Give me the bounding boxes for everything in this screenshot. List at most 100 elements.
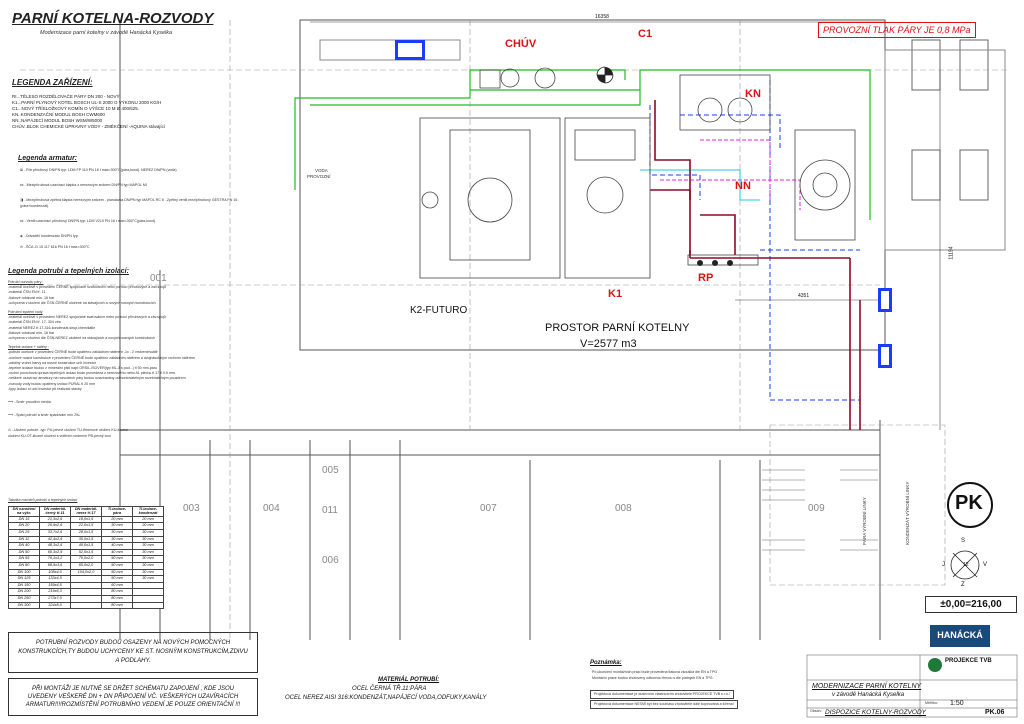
table-cell: 324x8,0 xyxy=(39,601,71,610)
table-cell: 80 mm xyxy=(101,594,133,603)
potrubi-list: Potrubí rozvodu páry : -materiál ocelové… xyxy=(8,280,195,439)
potrubi-line: -uchycena v uložení dle ČSN-NEREZ uložen… xyxy=(8,336,156,341)
potrubi-line: -uchycena v uložení dle ČSN-ČERNÉ uložen… xyxy=(8,300,156,305)
table-cell xyxy=(70,601,102,610)
table-cell xyxy=(132,594,164,603)
table-cell: 50 mm xyxy=(101,561,133,570)
table-cell xyxy=(132,601,164,610)
table-cell: 159x4,5 xyxy=(39,581,71,590)
table-cell: 28,0x1,5 xyxy=(70,529,102,537)
table-cell: 76,1x3,2 xyxy=(39,555,71,563)
potrubi-line: -rozvody vody budou opatřeny izolací PUR… xyxy=(8,381,96,386)
table-cell: 30 mm xyxy=(132,575,164,583)
table-cell: 50 mm xyxy=(101,575,133,583)
table-cell: 108x4,0 xyxy=(39,568,71,577)
label-rp: RP xyxy=(698,272,714,284)
room-number-007: 007 xyxy=(480,503,497,514)
poznamka-line-3: Projektová dokumentace je duševním vlast… xyxy=(590,690,734,700)
potrubi-line: -odstiny vrchní barvy na nosné konstrukc… xyxy=(8,360,96,365)
table-cell xyxy=(132,588,164,596)
table-cell: DN 150 xyxy=(8,581,40,590)
table-cell: 30 mm xyxy=(132,535,164,544)
poznamka-line-2: Montážní práce budou zhotoveny odbornou … xyxy=(592,676,714,680)
room-number-006: 006 xyxy=(322,555,339,566)
material-title: MATERIÁL POTRUBÍ: xyxy=(378,677,440,683)
table-cell xyxy=(70,594,102,603)
material-line-1: OCEL ČERNÁ TŘ.11:PÁRA xyxy=(352,686,427,692)
room-number-008: 008 xyxy=(615,503,632,514)
table-cell: 18,0x1,5 xyxy=(70,515,102,524)
armatury-item: ⊖ ..ŠČA -D 15 117 616 PN 16 t max=300°C xyxy=(20,245,90,250)
arrow-right-icon: ⟶ xyxy=(8,400,15,405)
table-cell: 40 mm xyxy=(101,542,133,550)
poznamka-line-4: Projektová dokumentace NESMÍ být bez sou… xyxy=(590,700,738,710)
legend-list: RI...TĚLESO ROZDĚLOVAČE PÁRY DN 200 - NO… xyxy=(12,94,165,130)
table-cell: DN 250 xyxy=(8,594,40,603)
table-cell: 48,3x2,6 xyxy=(39,542,71,550)
page-subtitle: Modernizace parní kotelny v závodě Hanác… xyxy=(40,30,173,36)
table-cell: 50 mm xyxy=(101,555,133,563)
table-cell: 104,0x2,0 xyxy=(70,568,102,577)
label-kondenzat-vyrobni: KONDENZÁT VÝROBNÍ LINKY xyxy=(905,481,910,545)
table-cell: 21,3x2,6 xyxy=(39,515,71,524)
slope-legend: ⟶ ..Spád potrubí a směr spádování min 2‰ xyxy=(8,413,80,418)
table-cell: DN 200 xyxy=(8,588,40,596)
green-pipes xyxy=(294,69,871,220)
drawing-number: PK.06 xyxy=(985,709,1005,716)
note-supports: POTRUBNÍ ROZVODY BUDOU OSAZENY NA NOVÝCH… xyxy=(8,632,258,673)
armatury-item: ⊠ ..Filtr přírubový DN/PN typ: LDM FP 11… xyxy=(20,168,177,172)
feed-module-outline xyxy=(794,129,856,241)
table-cell: 60,3x2,9 xyxy=(39,548,71,557)
filter-icon: ⊠ xyxy=(20,168,25,172)
table-cell: 30 mm xyxy=(132,542,164,550)
table-cell: 22,0x1,5 xyxy=(70,522,102,530)
table-cell: 80 mm xyxy=(101,588,133,596)
potrubi-line: -materiál ČSN EN tř. 17- 304 věa xyxy=(8,320,61,325)
table-cell: 40 mm xyxy=(101,548,133,557)
magenta-pipes xyxy=(660,139,801,210)
label-voda: VODA xyxy=(315,168,328,173)
compass-v: V xyxy=(983,562,988,568)
room-volume: V=2577 m3 xyxy=(580,338,637,350)
potrubi-line: -materiál NEREZ tř.17-316-kondenzát,siru… xyxy=(8,325,96,330)
table-header-cell: DN materiál- černý tř.11 xyxy=(39,506,71,517)
gate-valve-icon: ⋈ xyxy=(20,218,25,223)
label-nn: NN xyxy=(735,180,751,192)
table-cell: 30 mm xyxy=(101,535,133,544)
table-cell: DN 80 xyxy=(8,561,40,570)
legend-item: KN..KONDENZAČNÍ MODUL BOSH CWM600 xyxy=(12,112,105,117)
equipment xyxy=(419,67,856,279)
potrubi-line: -tlakové odolnost min. 16 bar xyxy=(8,330,55,335)
armatury-item: ⋈ ..Mezipřírubová uzavírací klapka z ner… xyxy=(20,183,147,188)
table-header-cell: Tl.izolace- pára xyxy=(101,506,133,517)
label-chuv: CHÚV xyxy=(505,38,537,50)
table-header-cell: Tl.izolace- kondenzát xyxy=(132,506,164,517)
table-cell: DN 100 xyxy=(8,568,40,577)
condensate-module-outline xyxy=(679,74,771,131)
drawing-name: DISPOZICE KOTELNY-ROZVODY xyxy=(825,709,927,716)
table-cell: 50 mm xyxy=(101,568,133,577)
armatury-item: ◈ ..Odvaděč kondenzátu DN/PN typ: xyxy=(20,234,79,239)
table-cell: 42,4x2,6 xyxy=(39,535,71,544)
room-number-009: 009 xyxy=(808,503,825,514)
title-block-frame xyxy=(806,654,1018,718)
project-title-2: v závodě Hanácká Kyselka xyxy=(832,692,905,698)
legend-title: LEGENDA ZAŘÍZENÍ: xyxy=(12,78,93,87)
flow-direction-legend: ⟶ ..Směr proudění média xyxy=(8,400,51,405)
legend-item: RI...TĚLESO ROZDĚLOVAČE PÁRY DN 200 - NO… xyxy=(12,94,120,99)
potrubi-line: -materiál ocelové v provedení ČERNÉ spoj… xyxy=(8,285,167,290)
potrubi-line: -tlakové odolnost min. 16 bar xyxy=(8,295,55,300)
table-cell: DN 32 xyxy=(8,535,40,544)
project-title-1: MODERNIZACE PARNÍ KOTELNY xyxy=(812,683,922,690)
pipe-size-table: DN označení na výkr.DN materiál- černý t… xyxy=(8,506,164,610)
table-cell: 33,7x2,6 xyxy=(39,529,71,537)
butterfly-valve-icon: ⋈ xyxy=(20,183,25,188)
table-cell: 30 mm xyxy=(132,568,164,577)
dimension-height: 11194 xyxy=(948,246,955,260)
